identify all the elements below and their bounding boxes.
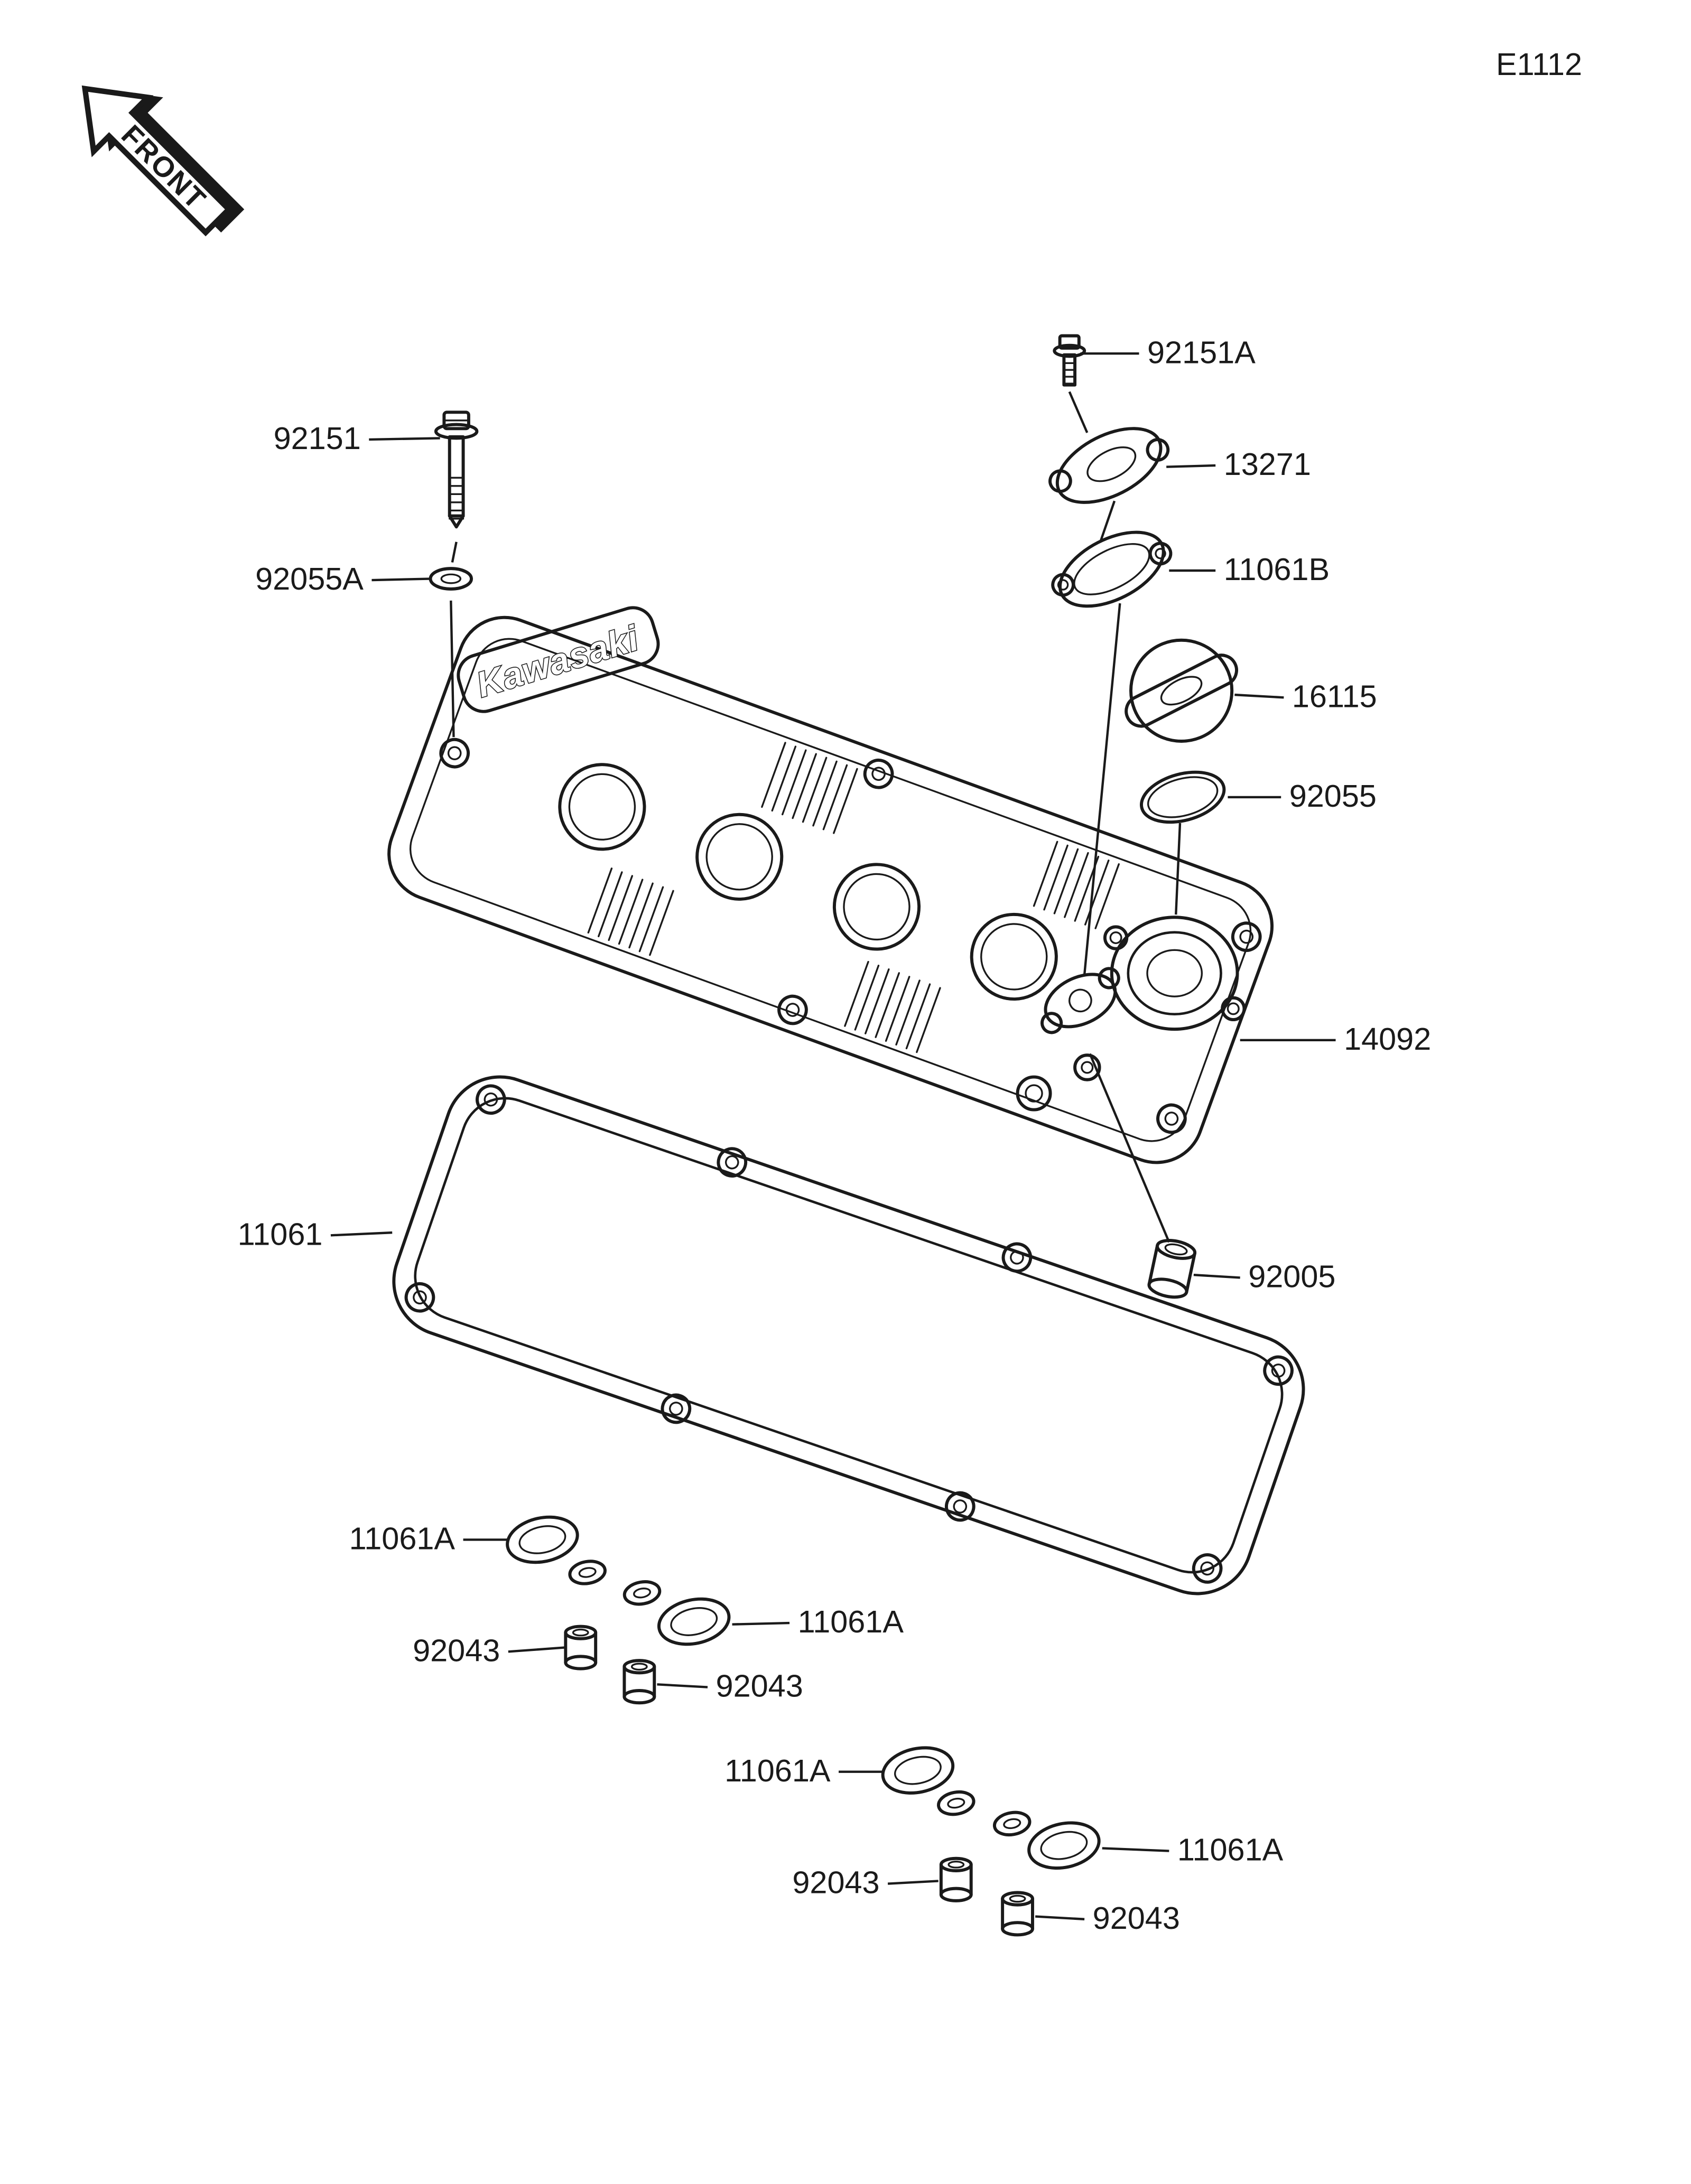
breather-mount-boss <box>1040 967 1120 1034</box>
part-label-92043-3: 92043 <box>792 1865 879 1900</box>
part-label-92043-4: 92043 <box>1093 1900 1180 1936</box>
breather-outlet-hole <box>1016 1053 1101 1112</box>
part-label-92043-2: 92043 <box>716 1668 803 1704</box>
part-label-11061a-4: 11061A <box>1177 1832 1284 1868</box>
leader-lines <box>330 352 1336 1920</box>
cover-gasket-drawing <box>392 1075 1305 1595</box>
brand-logo-pad: Kawasaki <box>457 606 660 713</box>
head-cover-drawing <box>387 615 1274 1164</box>
part-label-13271: 13271 <box>1224 446 1311 482</box>
oil-cap-drawing <box>1125 638 1238 743</box>
washer-drawing <box>429 567 473 591</box>
oil-filler-neck <box>1103 916 1246 1031</box>
flange-bolt-drawing <box>434 410 479 529</box>
breather-gasket-drawing <box>1051 530 1173 608</box>
part-label-14092: 14092 <box>1344 1021 1431 1057</box>
part-label-92055a: 92055A <box>255 561 364 596</box>
part-label-11061: 11061 <box>238 1216 323 1252</box>
part-label-92043-1: 92043 <box>413 1632 500 1668</box>
part-label-92151: 92151 <box>274 421 361 456</box>
part-labels: 92151A 13271 11061B 16115 92055 92151 92… <box>238 334 1432 1936</box>
part-label-92151a: 92151A <box>1147 334 1256 370</box>
part-label-11061b: 11061B <box>1224 552 1330 587</box>
part-label-92005: 92005 <box>1248 1258 1335 1294</box>
front-arrow: FRONT <box>81 85 245 237</box>
grommet-set-drawings <box>503 1511 1103 1874</box>
assembly-lines <box>450 391 1182 1243</box>
part-label-11061a-1: 11061A <box>349 1521 456 1556</box>
flange-bolt-a-drawing <box>1053 334 1086 387</box>
part-label-92055: 92055 <box>1289 778 1377 814</box>
breather-cover-drawing <box>1048 427 1170 504</box>
drawing-code: E1112 <box>1496 46 1582 82</box>
part-label-11061a-2: 11061A <box>798 1604 904 1639</box>
fitting-pipe-drawing <box>1147 1239 1197 1299</box>
oring-drawing <box>1140 770 1226 824</box>
part-label-11061a-3: 11061A <box>724 1753 831 1788</box>
part-label-16115: 16115 <box>1292 678 1377 714</box>
